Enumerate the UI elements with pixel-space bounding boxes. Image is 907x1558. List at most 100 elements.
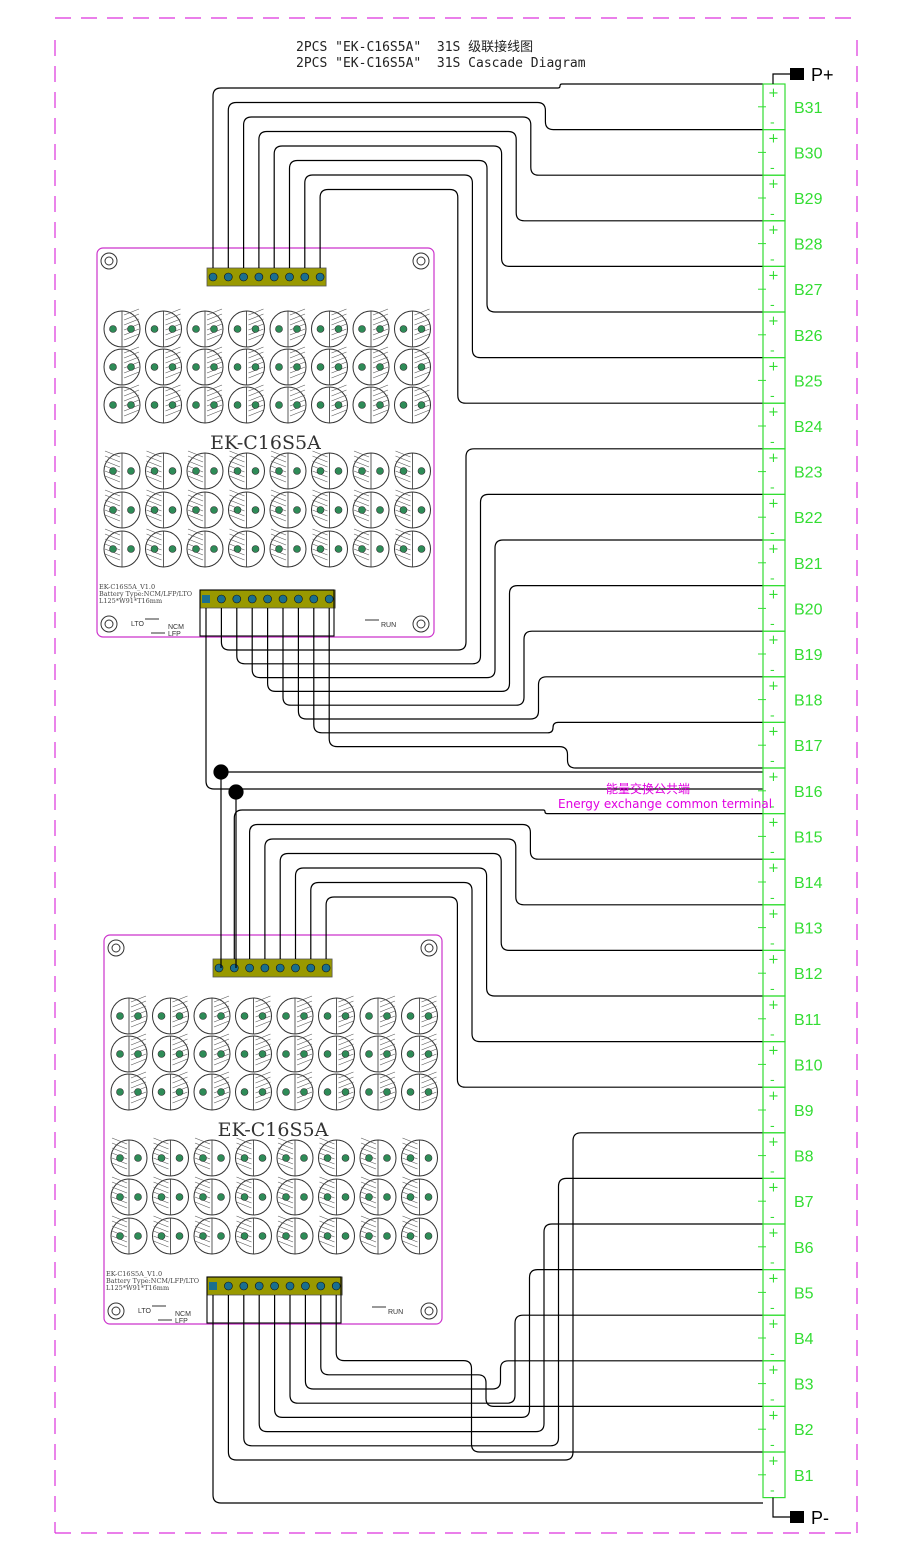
connector-pin	[263, 594, 272, 604]
capacitor-pin	[316, 363, 325, 371]
capacitor-hatch	[360, 1240, 377, 1248]
connector-pin	[291, 963, 300, 973]
capacitor-hatch	[194, 1201, 211, 1209]
capacitor-hatch	[187, 499, 204, 507]
capacitor-hatch	[312, 538, 328, 546]
wire	[264, 838, 763, 959]
capacitor-hatch	[296, 1000, 313, 1008]
capacitor-hatch	[187, 538, 204, 546]
capacitor-hatch	[395, 538, 411, 546]
capacitor-hatch	[312, 553, 328, 561]
capacitor-hatch	[104, 528, 121, 536]
capacitor-pin	[233, 506, 242, 514]
capacitor-hatch	[153, 1147, 169, 1155]
capacitor-hatch	[421, 1038, 437, 1046]
capacitor-hatch	[338, 1058, 354, 1066]
capacitor-hatch	[146, 475, 162, 483]
capacitor-hatch	[421, 1033, 437, 1041]
capacitor-hatch	[255, 1076, 271, 1084]
capacitor	[186, 308, 224, 348]
capacitor-hatch	[213, 1058, 230, 1066]
capacitor-hatch	[312, 460, 328, 468]
capacitor-hatch	[213, 1020, 230, 1028]
capacitor-pin	[251, 325, 260, 333]
capacitor-pin	[275, 545, 283, 553]
cell-minus-sign: -	[770, 435, 775, 450]
capacitor-pin	[406, 1232, 415, 1240]
board-name: EK-C16S5A	[210, 432, 321, 454]
capacitor-hatch	[213, 1076, 230, 1084]
capacitor-hatch	[379, 1043, 396, 1051]
board-info: Battery Type:NCM/LFP/LTO	[99, 590, 192, 598]
capacitor-hatch	[402, 1142, 418, 1150]
capacitor-hatch	[319, 1225, 335, 1233]
connector-body	[212, 958, 333, 978]
capacitor-hatch	[296, 1038, 313, 1046]
capacitor-pin	[334, 506, 343, 514]
capacitor-pin	[376, 363, 384, 371]
capacitor-hatch	[206, 371, 223, 379]
capacitor-hatch	[421, 1096, 437, 1104]
capacitor-pin	[127, 401, 135, 409]
capacitor	[186, 528, 224, 568]
capacitor-hatch	[372, 389, 389, 397]
wire	[267, 585, 763, 692]
capacitor-hatch	[146, 460, 162, 468]
capacitor-hatch	[379, 1071, 396, 1079]
capacitor-hatch	[289, 346, 306, 354]
battery-cell: +-B26	[758, 311, 823, 359]
capacitor-pin	[233, 363, 242, 371]
cell-label: B26	[794, 328, 823, 345]
capacitor	[193, 1033, 231, 1073]
capacitor-hatch	[296, 1005, 313, 1013]
mounting-hole	[412, 252, 430, 270]
capacitor-hatch	[255, 995, 271, 1003]
capacitor-pin	[406, 1193, 415, 1201]
p-plus-lead	[772, 73, 790, 84]
capacitor	[311, 308, 348, 348]
capacitor-pin	[217, 1193, 225, 1201]
capacitor-hatch	[213, 1000, 230, 1008]
capacitor	[359, 1215, 397, 1255]
capacitor-hatch	[421, 1000, 437, 1008]
capacitor-pin	[275, 401, 283, 409]
cell-minus-sign: -	[770, 1347, 775, 1362]
cell-plus-sign: +	[768, 360, 779, 375]
capacitor-hatch	[360, 1225, 377, 1233]
cell-label: B22	[794, 510, 823, 527]
capacitor-pin	[168, 506, 177, 514]
capacitor-pin	[192, 325, 200, 333]
capacitor-pin	[210, 363, 218, 371]
capacitor-hatch	[338, 1033, 354, 1041]
capacitor-hatch	[379, 1096, 396, 1104]
capacitor-pin	[300, 1232, 308, 1240]
capacitor-hatch	[104, 494, 121, 502]
capacitor-pin	[399, 325, 408, 333]
capacitor-hatch	[194, 1225, 211, 1233]
cell-plus-sign: +	[768, 1408, 779, 1423]
capacitor-hatch	[146, 538, 162, 546]
capacitor-hatch	[229, 528, 245, 536]
capacitor-hatch	[277, 1225, 294, 1233]
capacitor-pin	[134, 1012, 142, 1020]
capacitor-pin	[240, 1232, 249, 1240]
capacitor-pin	[192, 506, 200, 514]
cell-minus-sign: -	[770, 1392, 775, 1407]
capacitor-hatch	[353, 514, 370, 522]
capacitor-hatch	[353, 499, 370, 507]
capacitor	[401, 1137, 438, 1177]
capacitor-pin	[127, 545, 135, 553]
capacitor-hatch	[414, 318, 430, 326]
capacitor-hatch	[421, 995, 437, 1003]
capacitor-hatch	[360, 1215, 377, 1223]
battery-cell: +-B17	[758, 721, 823, 769]
capacitor-hatch	[172, 1076, 188, 1084]
capacitor-pin	[168, 467, 177, 475]
capacitor-pin	[150, 363, 159, 371]
capacitor-hatch	[172, 1096, 188, 1104]
battery-cell: +-B12	[758, 949, 823, 997]
cell-label: B12	[794, 966, 823, 983]
cell-minus-sign: -	[770, 891, 775, 906]
capacitor-hatch	[236, 1220, 252, 1228]
cell-minus-sign: -	[770, 161, 775, 176]
